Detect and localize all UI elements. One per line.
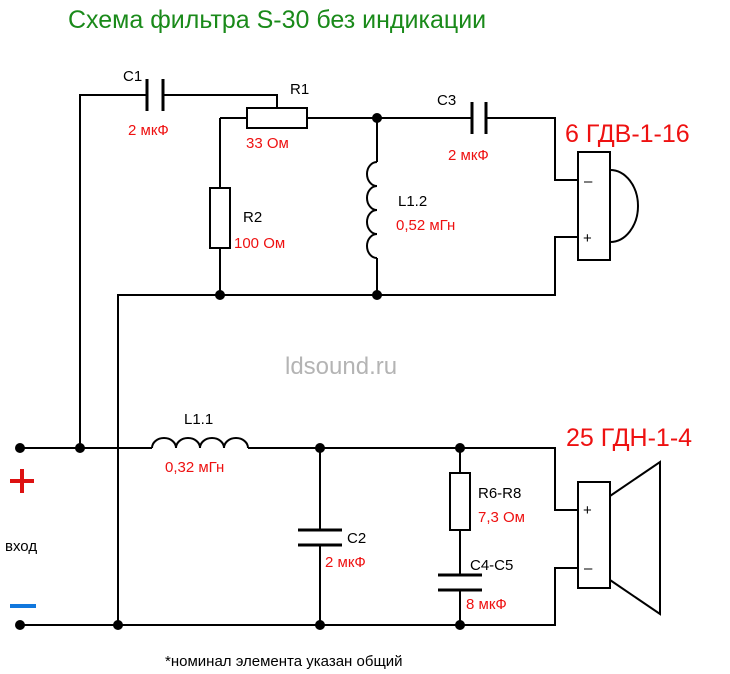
wire — [117, 236, 578, 625]
junction-dot — [455, 620, 465, 630]
woofer-name: 25 ГДН-1-4 — [566, 424, 692, 452]
c2-ref: C2 — [347, 530, 366, 547]
r68-ref: R6-R8 — [478, 485, 521, 502]
r1-ref: R1 — [290, 81, 309, 98]
r2-ref: R2 — [243, 209, 262, 226]
tweeter-minus-label: – — [584, 173, 593, 190]
junction-dot — [315, 620, 325, 630]
capacitor-c3 — [470, 102, 488, 134]
inductor-l1-1 — [151, 437, 249, 449]
r1-value: 33 Ом — [246, 135, 289, 152]
watermark: ldsound.ru — [285, 353, 397, 380]
c1-ref: C1 — [123, 68, 142, 85]
resistor-r6-r8 — [449, 472, 471, 531]
capacitor-c1 — [145, 79, 165, 111]
tweeter-name: 6 ГДВ-1-16 — [565, 120, 690, 148]
junction-dot — [315, 443, 325, 453]
woofer-minus-label: – — [584, 560, 593, 577]
l12-value: 0,52 мГн — [396, 217, 455, 234]
junction-dot — [15, 443, 25, 453]
l11-value: 0,32 мГн — [165, 459, 224, 476]
c1-value: 2 мкФ — [128, 122, 169, 139]
tweeter-symbol — [577, 151, 639, 261]
wire — [79, 94, 147, 448]
junction-dot — [113, 620, 123, 630]
inductor-l1-2 — [366, 161, 378, 259]
junctions — [15, 113, 465, 630]
c45-value: 8 мкФ — [466, 596, 507, 613]
resistor-r1 — [246, 107, 308, 129]
input-label: вход — [5, 538, 37, 555]
woofer-plus-label: + — [583, 502, 592, 519]
r2-value: 100 Ом — [234, 235, 285, 252]
c3-value: 2 мкФ — [448, 147, 489, 164]
junction-dot — [75, 443, 85, 453]
junction-dot — [372, 113, 382, 123]
schematic-title: Схема фильтра S-30 без индикации — [68, 6, 486, 34]
junction-dot — [15, 620, 25, 630]
c45-ref: C4-C5 — [470, 557, 513, 574]
resistor-r2 — [209, 187, 231, 249]
footnote: *номинал элемента указан общий — [165, 653, 403, 670]
junction-dot — [372, 290, 382, 300]
wire — [163, 94, 278, 107]
capacitor-c2 — [298, 528, 342, 547]
r68-value: 7,3 Ом — [478, 509, 525, 526]
plus-terminal-icon — [10, 469, 34, 493]
c2-value: 2 мкФ — [325, 554, 366, 571]
woofer-symbol — [577, 460, 661, 616]
wire — [486, 117, 578, 181]
wire — [248, 447, 578, 511]
tweeter-plus-label: + — [583, 230, 592, 247]
wire — [20, 567, 578, 626]
capacitor-c4-c5 — [438, 573, 482, 592]
junction-dot — [455, 443, 465, 453]
c3-ref: C3 — [437, 92, 456, 109]
junction-dot — [215, 290, 225, 300]
l12-ref: L1.2 — [398, 193, 427, 210]
l11-ref: L1.1 — [184, 411, 213, 428]
